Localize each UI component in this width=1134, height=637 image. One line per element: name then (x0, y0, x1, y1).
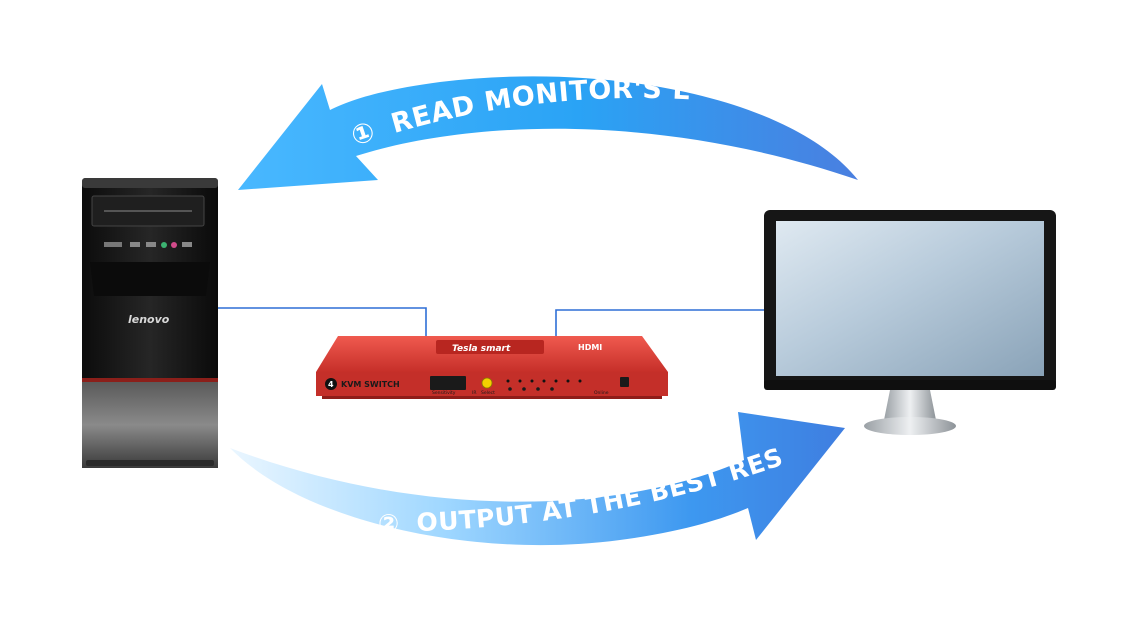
computer-brand-logo: lenovo (128, 313, 170, 326)
monitor-screen (776, 221, 1044, 376)
port-led (530, 379, 534, 383)
monitor-stand-neck (884, 390, 936, 420)
port-count-number: 4 (328, 380, 334, 389)
step-two-marker: ② (378, 509, 400, 538)
ir-window (430, 376, 466, 390)
usb-port (130, 242, 140, 247)
select-button[interactable] (481, 377, 493, 389)
monitor-stand-base (864, 417, 956, 435)
usb-port (182, 242, 192, 247)
online-label: Online (594, 390, 609, 396)
tower-lower-panel (82, 382, 218, 468)
sensitivity-label: Sensitivity (432, 390, 456, 396)
connector-lines (218, 307, 764, 336)
brand-plate (436, 340, 544, 354)
monitor-chin (764, 380, 1056, 390)
port-led (566, 379, 570, 383)
kvm-switch: Tesla smart HDMI 4 KVM SWITCH Sensitivit… (316, 336, 668, 399)
port-led (542, 379, 546, 383)
tower-accent-stripe (82, 378, 218, 382)
port-led (554, 379, 558, 383)
pc-to-kvm-cable (218, 307, 427, 336)
power-switch[interactable] (620, 377, 629, 387)
audio-jack-icon (171, 242, 177, 248)
top-arrow-body (238, 76, 858, 190)
port-led (550, 387, 554, 391)
tower-foot (86, 460, 214, 466)
kvm-to-monitor-cable (555, 309, 764, 336)
card-reader-slot (104, 242, 122, 247)
port-led (508, 387, 512, 391)
top-arrow: ① READ MONITOR'S EDID (0, 0, 858, 190)
kvm-model-label: KVM SWITCH (341, 380, 400, 389)
port-led (506, 379, 510, 383)
computer-tower: lenovo (82, 178, 218, 468)
port-count-badge (325, 378, 337, 390)
tower-top-edge (82, 178, 218, 188)
kvm-base-shadow (322, 396, 662, 399)
hdmi-badge: HDMI (578, 343, 602, 352)
port-led (536, 387, 540, 391)
port-led (518, 379, 522, 383)
audio-jack-icon (161, 242, 167, 248)
bottom-arrow-body (230, 412, 845, 546)
port-led (522, 387, 526, 391)
front-io-ports (104, 242, 192, 248)
tower-front-bezel (90, 262, 210, 296)
port-led (578, 379, 582, 383)
select-label: Select (481, 390, 495, 396)
monitor (764, 210, 1056, 435)
usb-port (146, 242, 156, 247)
ir-label: IR (472, 390, 476, 396)
optical-drive-slot (104, 210, 192, 212)
port-indicator-leds (506, 379, 582, 391)
kvm-brand-logo: Tesla smart (452, 344, 511, 354)
